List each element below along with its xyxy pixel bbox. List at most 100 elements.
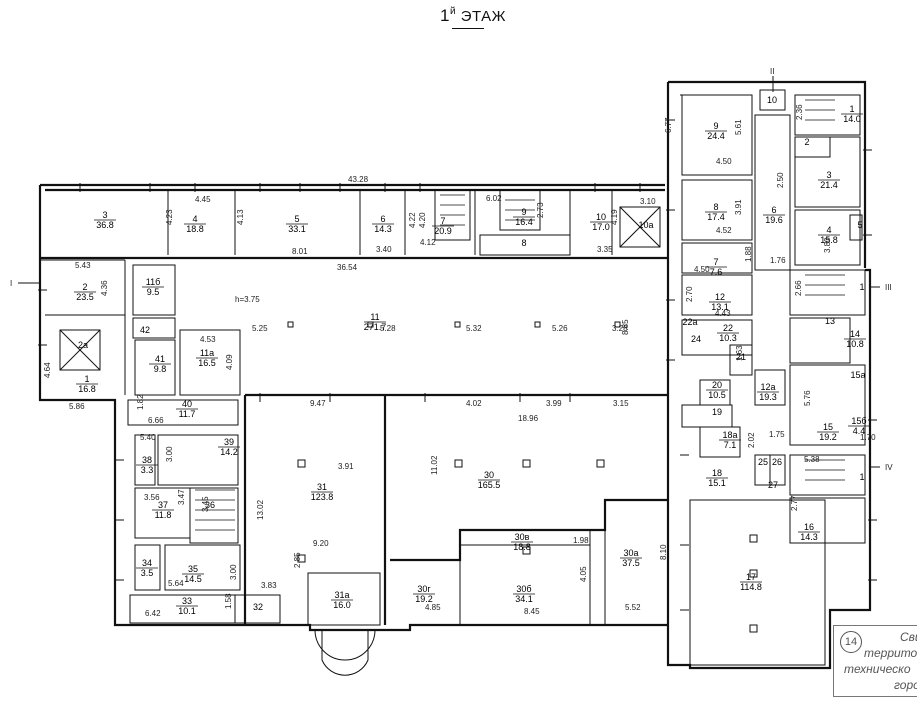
room-number: 35 bbox=[188, 564, 198, 574]
floor-number: 1 bbox=[440, 6, 450, 25]
room-number: 18 bbox=[712, 468, 722, 478]
room-number: 12а bbox=[760, 382, 775, 392]
dimension-label: 3.00 bbox=[229, 564, 238, 580]
room-label: 383.3 bbox=[136, 455, 158, 475]
room-area: 18.8 bbox=[186, 224, 204, 234]
room-label: 916.4 bbox=[513, 207, 535, 227]
room-label: 24 bbox=[691, 334, 701, 344]
dimension-label: 2.85 bbox=[293, 552, 302, 568]
dimension-label: 8.01 bbox=[292, 247, 308, 256]
floor-word: ЭТАЖ bbox=[460, 8, 507, 25]
room-area: 19.2 bbox=[819, 432, 837, 442]
room-area: 10.8 bbox=[846, 339, 864, 349]
room-label: 32 bbox=[253, 602, 263, 612]
room-area: 14.2 bbox=[220, 447, 238, 457]
room-number: 1 bbox=[84, 374, 89, 384]
room-number: 31 bbox=[317, 482, 327, 492]
room-area: 34.1 bbox=[515, 594, 533, 604]
room-area: 7.6 bbox=[710, 267, 723, 277]
room-number: 18а bbox=[722, 430, 737, 440]
dimension-label: 5.38 bbox=[804, 455, 820, 464]
room-label: 419.8 bbox=[149, 354, 171, 374]
room-number: 6 bbox=[771, 205, 776, 215]
dimension-label: 2.70 bbox=[685, 286, 694, 302]
dimension-label: 4.12 bbox=[420, 238, 436, 247]
dimension-label: 4.50 bbox=[716, 157, 732, 166]
room-number: 4 bbox=[826, 225, 831, 235]
room-label: 5 bbox=[857, 220, 862, 230]
room-area: 15.8 bbox=[820, 235, 838, 245]
room-area: 20.9 bbox=[434, 226, 452, 236]
dimension-label: 3.83 bbox=[261, 581, 277, 590]
floor-suffix: й bbox=[449, 6, 457, 17]
room-area: 3.3 bbox=[141, 465, 154, 475]
room-area: 10.5 bbox=[708, 390, 726, 400]
room-label: 1 bbox=[859, 282, 864, 292]
room-number: 41 bbox=[155, 354, 165, 364]
room-number: 10 bbox=[596, 212, 606, 222]
room-area: 36.8 bbox=[96, 220, 114, 230]
room-label: 8 bbox=[521, 238, 526, 248]
dimension-label: 9.20 bbox=[313, 539, 329, 548]
room-area: 114.8 bbox=[740, 582, 762, 592]
dimension-label: 4.19 bbox=[610, 209, 619, 225]
room-area: 37.5 bbox=[622, 558, 640, 568]
dimension-label: 4.20 bbox=[418, 212, 427, 228]
dimension-label: 43.28 bbox=[348, 175, 369, 184]
room-label: 343.5 bbox=[136, 558, 158, 578]
dimension-label: 3.80 bbox=[823, 237, 832, 253]
room-area: 165.5 bbox=[478, 480, 501, 490]
room-area: 10.3 bbox=[719, 333, 737, 343]
dimension-label: 4.50 bbox=[694, 265, 710, 274]
room-area: 18.8 bbox=[513, 542, 531, 552]
room-number: 10 bbox=[767, 95, 777, 105]
room-area: 4.4 bbox=[853, 426, 866, 436]
dimension-label: 6.77 bbox=[664, 117, 673, 133]
axis-label: IV bbox=[885, 463, 893, 472]
room-number: 3 bbox=[826, 170, 831, 180]
dimension-label: 4.64 bbox=[43, 362, 52, 378]
room-label: 114.0 bbox=[841, 104, 863, 124]
room-area: 13.1 bbox=[711, 302, 729, 312]
room-label: 27 bbox=[768, 480, 778, 490]
room-number: 22а bbox=[682, 317, 697, 327]
floor-title: 1й ЭТАЖ bbox=[440, 6, 507, 29]
room-label: 10а bbox=[638, 220, 653, 230]
room-area: 19.3 bbox=[759, 392, 777, 402]
dimension-label: 5.28 bbox=[380, 324, 396, 333]
dimension-label: 5.64 bbox=[168, 579, 184, 588]
window-ticks bbox=[38, 119, 877, 611]
room-label: 19 bbox=[712, 407, 722, 417]
dimension-label: 6.66 bbox=[148, 416, 164, 425]
room-area: 14.0 bbox=[843, 114, 861, 124]
dimension-label: 3.28 bbox=[612, 324, 628, 333]
room-number: 31а bbox=[334, 590, 349, 600]
room-number: 16 bbox=[804, 522, 814, 532]
dimension-label: 3.00 bbox=[165, 446, 174, 462]
room-number: 37 bbox=[158, 500, 168, 510]
room-area: 15.1 bbox=[708, 478, 726, 488]
dimension-label: 1.70 bbox=[860, 433, 876, 442]
dimension-label: 4.36 bbox=[100, 280, 109, 296]
room-area: 14.5 bbox=[184, 574, 202, 584]
dimension-label: 1.88 bbox=[744, 246, 753, 262]
room-number: 21 bbox=[736, 352, 746, 362]
room-area: 14.3 bbox=[374, 224, 392, 234]
room-number: 5 bbox=[294, 214, 299, 224]
room-area: 123.8 bbox=[311, 492, 334, 502]
dimension-label: 4.23 bbox=[165, 209, 174, 225]
room-label: 10 bbox=[767, 95, 777, 105]
room-label: 2а bbox=[78, 340, 88, 350]
dimension-label: 1.98 bbox=[573, 536, 589, 545]
dimension-label: 5.52 bbox=[625, 603, 641, 612]
axis-label: I bbox=[10, 279, 12, 288]
room-label: 321.4 bbox=[818, 170, 840, 190]
room-number: 30б bbox=[516, 584, 531, 594]
room-label: 15а bbox=[850, 370, 865, 380]
